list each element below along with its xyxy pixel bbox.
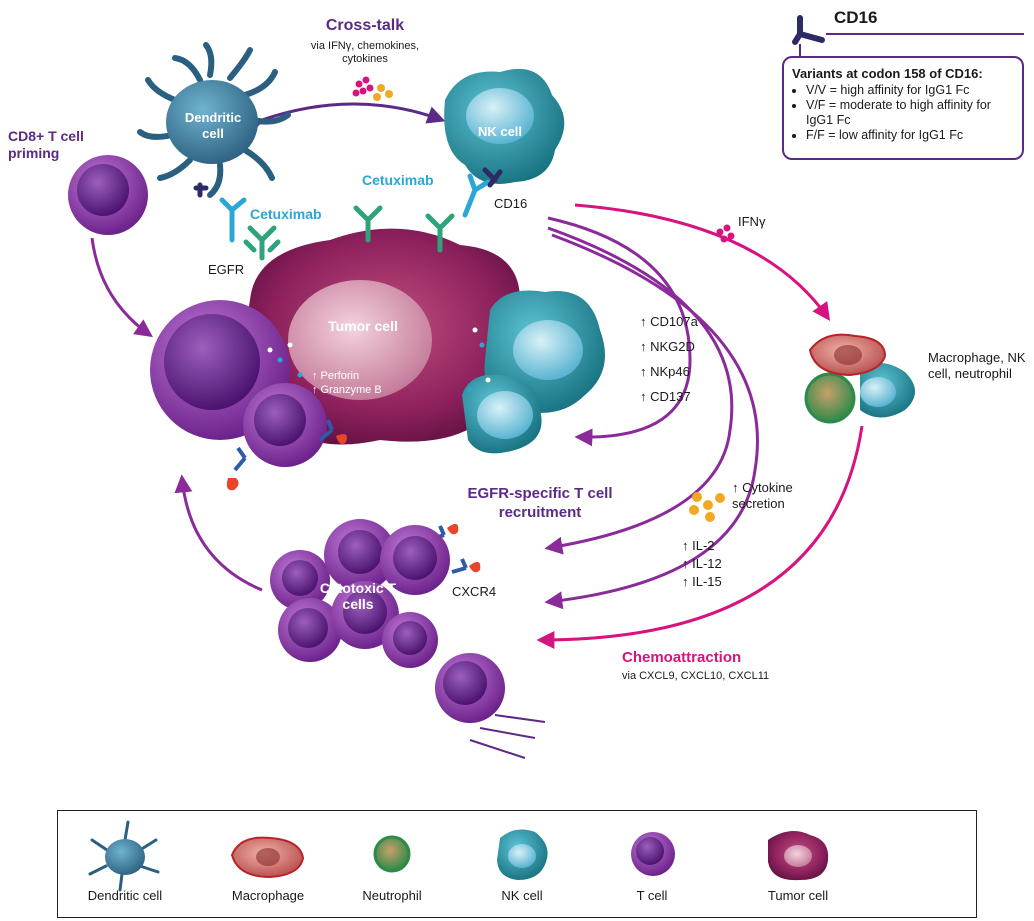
legend-macrophage-icon xyxy=(230,836,305,879)
cetuximab-right-label: Cetuximab xyxy=(362,172,434,188)
antibody-left-icon xyxy=(243,225,281,261)
cd16-key-title: CD16 xyxy=(834,8,878,27)
cd16-key-icon xyxy=(792,15,825,45)
cd16-label: CD16 xyxy=(494,196,528,211)
crosstalk-subtitle: via IFNγ, chemokines, cytokines xyxy=(310,40,420,65)
legend-label-dendritic: Dendritic cell xyxy=(87,888,163,903)
granzyme-label: ↑ Granzyme B xyxy=(312,384,382,396)
legend-tumor-icon xyxy=(768,831,829,881)
il2-label: ↑ IL-2 xyxy=(682,538,715,553)
cd16-variant-vv: V/V = high affinity for IgG1 Fc xyxy=(806,83,1014,98)
cytotoxic-t-cells-label: Cytotoxic T cells xyxy=(319,580,397,612)
crosstalk-title: Cross-talk xyxy=(325,17,405,34)
chemoattraction-arrow xyxy=(536,425,864,649)
antibody-right-blue-icon xyxy=(462,173,491,218)
priming-arrow xyxy=(90,237,153,338)
nk-activation-arrow xyxy=(547,216,692,447)
recruitment-loop-arrow xyxy=(174,474,263,592)
priming-t-cell xyxy=(68,155,148,235)
cd16-variant-vf: V/F = moderate to high affinity for IgG1… xyxy=(806,98,1014,128)
il15-label: ↑ IL-15 xyxy=(682,574,722,589)
cytotoxic-t-cell-cluster xyxy=(270,519,450,668)
legend-dendritic-icon xyxy=(88,820,160,892)
recruitment-arrow xyxy=(544,226,734,555)
t-cell-engaged xyxy=(150,300,327,467)
egfr-label: EGFR xyxy=(208,262,245,277)
crosstalk-arrow xyxy=(245,102,446,134)
cxcr4-label: CXCR4 xyxy=(452,584,497,599)
marker-cd137: ↑ CD137 xyxy=(640,389,691,404)
cd8-priming-label: CD8+ T cell priming xyxy=(8,128,84,161)
chemoattraction-label: Chemoattraction xyxy=(622,649,742,666)
legend-label-nk: NK cell xyxy=(501,888,543,903)
dendritic-cell-label: Dendritic cell xyxy=(184,110,242,141)
dendritic-cell xyxy=(137,42,291,198)
antibody-left-blue-icon xyxy=(219,197,247,243)
legend-label-tcell: T cell xyxy=(636,888,668,903)
legend-tcell-icon xyxy=(631,832,675,876)
antibody-right-icon xyxy=(425,213,455,253)
cytokine-dots-icon xyxy=(352,76,393,101)
granules-icon xyxy=(267,327,491,393)
nk-cell-label: NK cell xyxy=(477,124,523,139)
ifng-label: IFNγ xyxy=(738,214,766,229)
tumor-cell-label: Tumor cell xyxy=(328,318,398,334)
cd16-variant-ff: F/F = low affinity for IgG1 Fc xyxy=(806,128,1014,143)
cd16-variants-heading: Variants at codon 158 of CD16: xyxy=(792,66,983,81)
marker-cd107a: ↑ CD107a xyxy=(640,314,698,329)
interleukin-arrow xyxy=(544,233,759,610)
perforin-label: ↑ Perforin xyxy=(312,370,360,382)
cd16-variants-box: Variants at codon 158 of CD16: V/V = hig… xyxy=(782,56,1024,160)
legend-nk-icon xyxy=(497,829,548,880)
legend-label-neutrophil: Neutrophil xyxy=(362,888,422,903)
macrophage-group-label: Macrophage, NK cell, neutrophil xyxy=(928,350,1026,381)
macrophage-group xyxy=(804,333,915,424)
nk-cell-top xyxy=(444,68,565,184)
migrating-t-cell xyxy=(435,653,546,759)
marker-nkg2d: ↑ NKG2D xyxy=(640,339,695,354)
legend-box xyxy=(57,810,977,918)
nk-cell-engaged xyxy=(462,290,605,454)
ifng-arrow xyxy=(574,203,831,321)
antibody-center-icon xyxy=(353,205,383,243)
il12-label: ↑ IL-12 xyxy=(682,556,722,571)
cd16-variant-list: V/V = high affinity for IgG1 Fc V/F = mo… xyxy=(784,83,1022,143)
egfr-recruitment-label: EGFR-specific T cell recruitment xyxy=(467,485,613,521)
legend-label-macrophage: Macrophage xyxy=(231,888,305,903)
marker-nkp46: ↑ NKp46 xyxy=(640,364,690,379)
legend-label-tumor: Tumor cell xyxy=(767,888,829,903)
tumor-cell xyxy=(246,228,527,445)
cetuximab-left-label: Cetuximab xyxy=(250,206,322,222)
cd16-receptor-icon xyxy=(193,167,503,198)
chemoattraction-sub: via CXCL9, CXCL10, CXCL11 xyxy=(622,670,770,682)
legend-neutrophil-icon xyxy=(373,835,411,873)
cytokine-secretion-icon xyxy=(689,492,725,522)
ifng-dots-icon xyxy=(716,224,735,243)
cytokine-secretion-label: ↑ Cytokine secretion xyxy=(732,480,793,511)
